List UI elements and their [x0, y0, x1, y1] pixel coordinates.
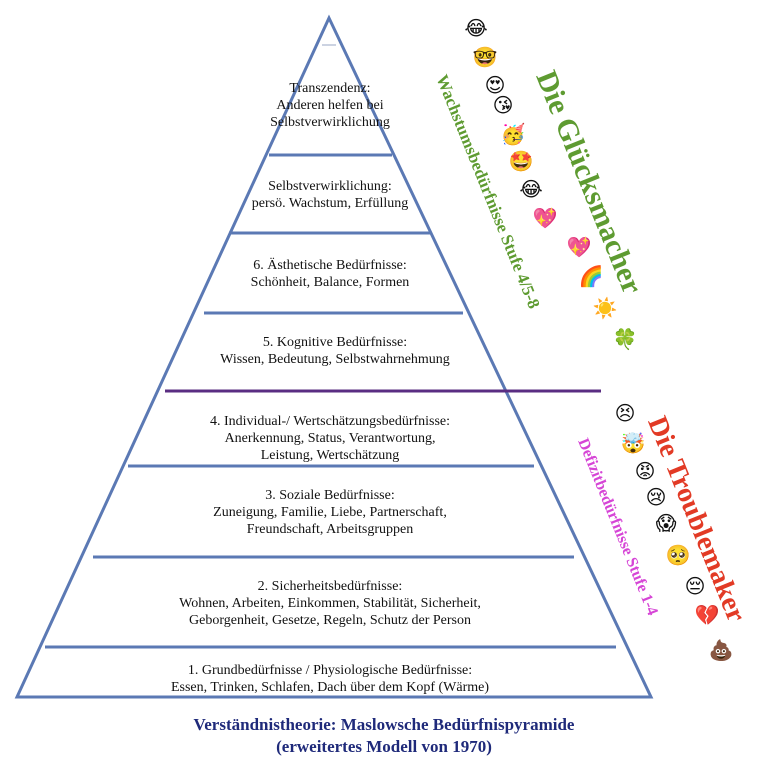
pyramid-outline	[14, 14, 654, 699]
level-grundbeduerfnisse: 1. Grundbedürfnisse / Physiologische Bed…	[110, 662, 550, 696]
level-desc: Selbstverwirklichung	[270, 115, 390, 130]
gluecksmacher-emoji-icon: 💖	[532, 206, 558, 230]
level-desc: Freundschaft, Arbeitsgruppen	[246, 522, 414, 537]
level-title: 2. Sicherheitsbedürfnisse:	[257, 579, 403, 594]
caption-line1: Verständnistheorie: Maslowsche Bedürfnis…	[193, 715, 575, 734]
gluecksmacher-emoji-icon: 🍀	[612, 327, 638, 351]
gluecksmacher-emoji-icon: 🤩	[508, 149, 534, 173]
caption-line2: (erweitertes Modell von 1970)	[276, 737, 492, 756]
level-title: Transzendenz:	[289, 81, 371, 96]
level-desc: Schönheit, Balance, Formen	[250, 275, 410, 290]
gluecksmacher-emoji-icon: 😂	[464, 16, 488, 40]
level-desc: persö. Wachstum, Erfüllung	[251, 196, 409, 211]
level-sozial: 3. Soziale Bedürfnisse: Zuneigung, Famil…	[160, 487, 500, 538]
caption: Verständnistheorie: Maslowsche Bedürfnis…	[0, 714, 768, 758]
gluecksmacher-emoji-icon: 🥳	[500, 122, 526, 146]
gluecksmacher-emoji-icon: 💖	[566, 235, 592, 259]
level-selbstverwirklichung: Selbstverwirklichung: persö. Wachstum, E…	[220, 178, 440, 212]
gluecksmacher-emoji-icon: 😍	[484, 73, 506, 97]
level-desc: Geborgenheit, Gesetze, Regeln, Schutz de…	[189, 613, 471, 628]
troublemaker-emoji-icon: 😡	[634, 459, 656, 483]
level-title: 3. Soziale Bedürfnisse:	[265, 488, 395, 503]
troublemaker-emoji-icon: 😔	[684, 574, 706, 598]
level-title: 1. Grundbedürfnisse / Physiologische Bed…	[187, 663, 473, 678]
level-title: 5. Kognitive Bedürfnisse:	[262, 335, 408, 350]
troublemaker-emoji-icon: 😢	[645, 485, 667, 509]
level-title: Selbstverwirklichung:	[268, 179, 392, 194]
level-title: 6. Ästhetische Bedürfnisse:	[253, 258, 407, 273]
gluecksmacher-emoji-icon: 🤓	[472, 45, 498, 69]
level-kognitiv: 5. Kognitive Bedürfnisse: Wissen, Bedeut…	[190, 334, 480, 368]
level-transzendenz: Transzendenz: Anderen helfen bei Selbstv…	[230, 80, 430, 131]
level-desc: Leistung, Wertschätzung	[260, 448, 400, 463]
troublemaker-emoji-icon: 🤯	[620, 431, 646, 455]
level-desc: Wissen, Bedeutung, Selbstwahrnehmung	[220, 352, 450, 367]
level-sicherheit: 2. Sicherheitsbedürfnisse: Wohnen, Arbei…	[120, 578, 540, 629]
troublemaker-emoji-icon: 😣	[614, 401, 636, 425]
gluecksmacher-emoji-icon: 🌈	[578, 264, 604, 288]
level-desc: Anderen helfen bei	[276, 98, 384, 113]
level-desc: Anerkennung, Status, Verantwortung,	[224, 431, 436, 446]
level-title: 4. Individual-/ Wertschätzungsbedürfniss…	[209, 414, 451, 429]
level-aesthetisch: 6. Ästhetische Bedürfnisse: Schönheit, B…	[210, 257, 450, 291]
troublemaker-emoji-icon: 😱	[655, 511, 677, 535]
gluecksmacher-emoji-icon: ☀️	[592, 296, 618, 320]
level-wertschaetzung: 4. Individual-/ Wertschätzungsbedürfniss…	[170, 413, 490, 464]
gluecksmacher-emoji-icon: 😘	[492, 93, 514, 117]
troublemaker-emoji-icon: 🥺	[665, 543, 691, 567]
troublemaker-emoji-icon: 💔	[694, 603, 720, 627]
troublemaker-emoji-icon: 💩	[708, 638, 734, 662]
gluecksmacher-emoji-icon: 😂	[519, 177, 543, 201]
level-desc: Wohnen, Arbeiten, Einkommen, Stabilität,…	[179, 596, 481, 611]
level-desc: Essen, Trinken, Schlafen, Dach über dem …	[170, 680, 490, 695]
level-desc: Zuneigung, Familie, Liebe, Partnerschaft…	[213, 505, 447, 520]
